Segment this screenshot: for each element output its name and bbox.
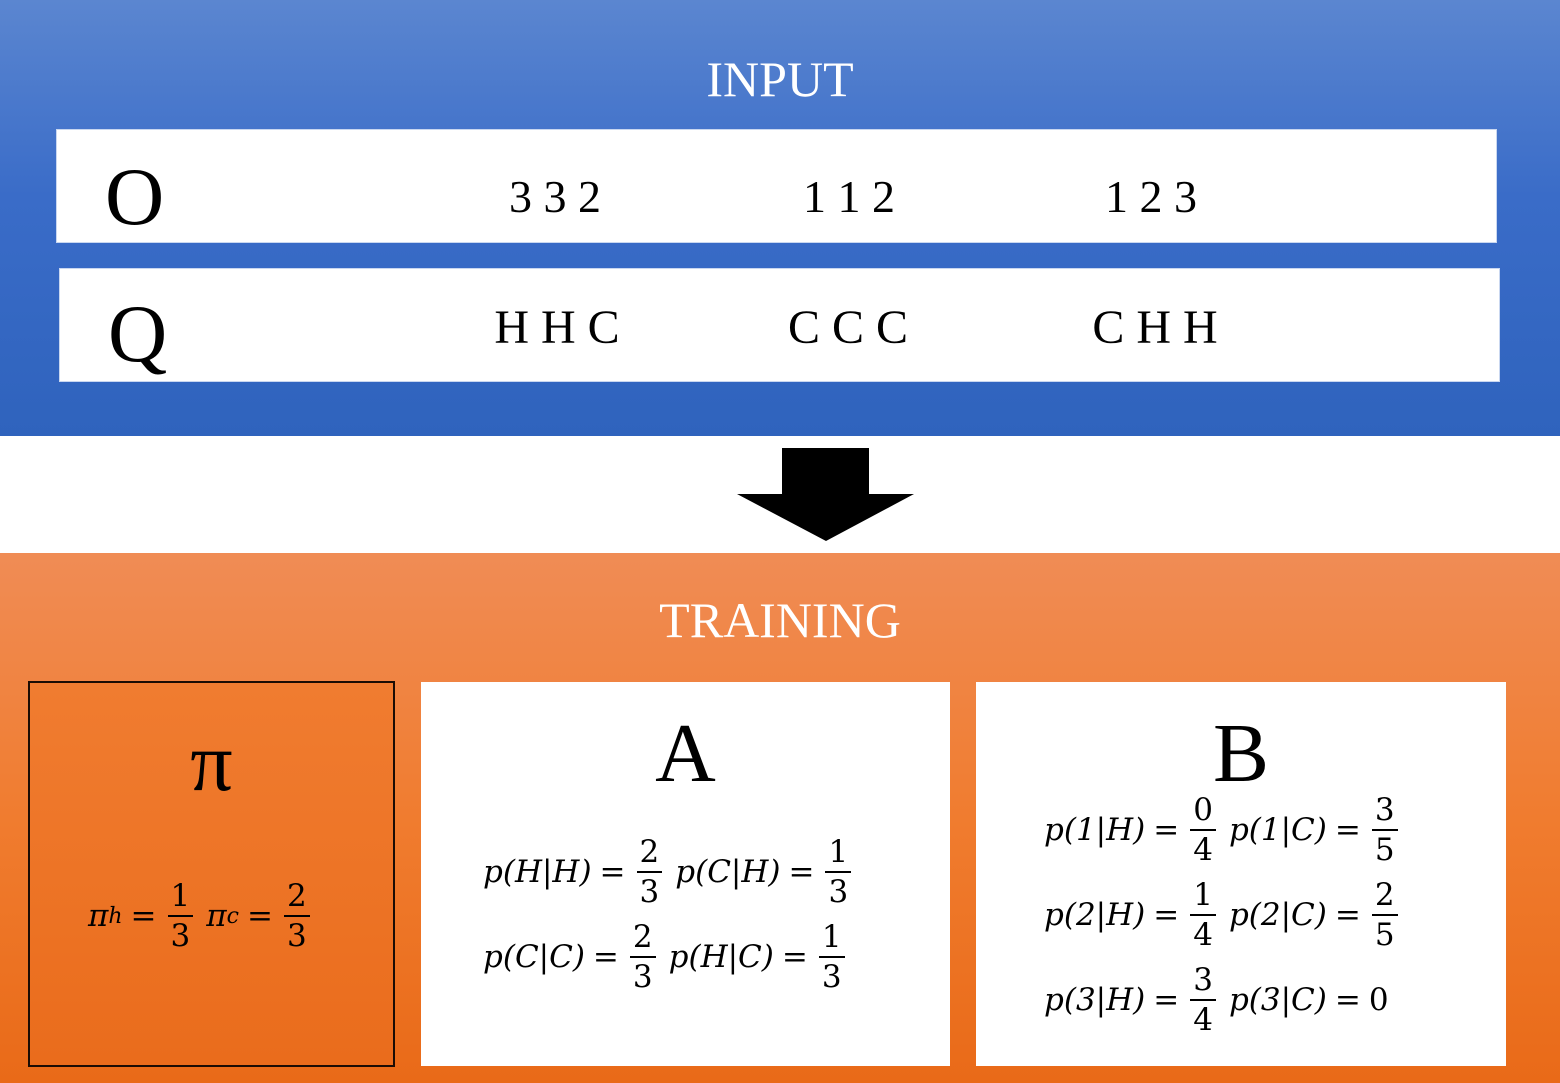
pi-h-subscript: h xyxy=(108,903,123,929)
numerator: 3 xyxy=(1190,965,1216,1001)
denominator: 4 xyxy=(1193,917,1213,953)
equals-sign: = xyxy=(1153,812,1180,848)
equals-sign: = xyxy=(592,939,619,975)
equals-sign: = xyxy=(788,854,815,890)
observation-sequence: 3 3 2 xyxy=(509,171,601,222)
denominator: 3 xyxy=(828,874,849,910)
probability-label: p(C|C) xyxy=(483,939,585,975)
state-sequence: H H C xyxy=(494,301,620,354)
equals-sign: = xyxy=(781,939,808,975)
denominator: 5 xyxy=(1374,917,1395,953)
probability-label: p(2|H) xyxy=(1044,897,1146,933)
numerator: 2 xyxy=(1371,880,1398,916)
probability-value: 0 xyxy=(1368,982,1389,1018)
equals-sign: = xyxy=(1153,897,1180,933)
probability-label: p(1|H) xyxy=(1044,812,1146,848)
pi-c-symbol: π xyxy=(206,898,227,934)
denominator: 4 xyxy=(1193,832,1213,868)
equals-sign: = xyxy=(1334,897,1361,933)
equals-sign: = xyxy=(1334,812,1361,848)
equals-sign: = xyxy=(599,854,626,890)
observation-sequence: 1 2 3 xyxy=(1105,171,1197,222)
numerator: 3 xyxy=(1371,795,1398,831)
numerator: 2 xyxy=(636,837,663,873)
numerator: 1 xyxy=(167,881,194,917)
numerator: 1 xyxy=(825,837,852,873)
observation-sequence: 1 1 2 xyxy=(803,171,895,222)
a-title: A xyxy=(655,707,716,800)
probability-label: p(H|C) xyxy=(668,939,774,975)
input-panel: INPUT O 3 3 2 1 1 2 1 2 3 Q H H C C C C … xyxy=(0,0,1560,436)
equals-sign: = xyxy=(246,898,273,934)
equals-sign: = xyxy=(1153,982,1180,1018)
numerator: 2 xyxy=(283,881,310,917)
probability-label: p(1|C) xyxy=(1228,812,1327,848)
probability-label: p(3|C) xyxy=(1228,982,1327,1018)
denominator: 5 xyxy=(1374,832,1395,868)
pi-h-symbol: π xyxy=(88,898,109,934)
down-arrow-icon xyxy=(737,448,914,541)
numerator: 2 xyxy=(629,922,656,958)
probability-label: p(3|H) xyxy=(1044,982,1146,1018)
observation-row: O 3 3 2 1 1 2 1 2 3 xyxy=(56,129,1497,243)
numerator: 1 xyxy=(818,922,845,958)
equals-sign: = xyxy=(130,898,157,934)
state-sequence: C H H xyxy=(1092,301,1218,354)
state-row: Q H H C C C C C H H xyxy=(59,268,1500,382)
denominator: 3 xyxy=(821,959,842,995)
numerator: 0 xyxy=(1190,795,1216,831)
probability-label: p(C|H) xyxy=(675,854,781,890)
denominator: 4 xyxy=(1193,1002,1213,1038)
pi-title: π xyxy=(190,716,233,809)
probability-label: p(2|C) xyxy=(1228,897,1327,933)
training-title: TRAINING xyxy=(659,592,901,648)
input-title: INPUT xyxy=(706,51,854,107)
pi-c-subscript: c xyxy=(226,903,239,929)
observation-label: O xyxy=(105,151,165,242)
denominator: 3 xyxy=(170,918,191,954)
state-sequence: C C C xyxy=(787,301,909,354)
denominator: 3 xyxy=(639,874,660,910)
state-label: Q xyxy=(108,288,168,379)
numerator: 1 xyxy=(1190,880,1216,916)
denominator: 3 xyxy=(632,959,653,995)
denominator: 3 xyxy=(286,918,307,954)
b-title: B xyxy=(1212,707,1270,800)
probability-label: p(H|H) xyxy=(483,854,592,890)
equals-sign: = xyxy=(1334,982,1361,1018)
